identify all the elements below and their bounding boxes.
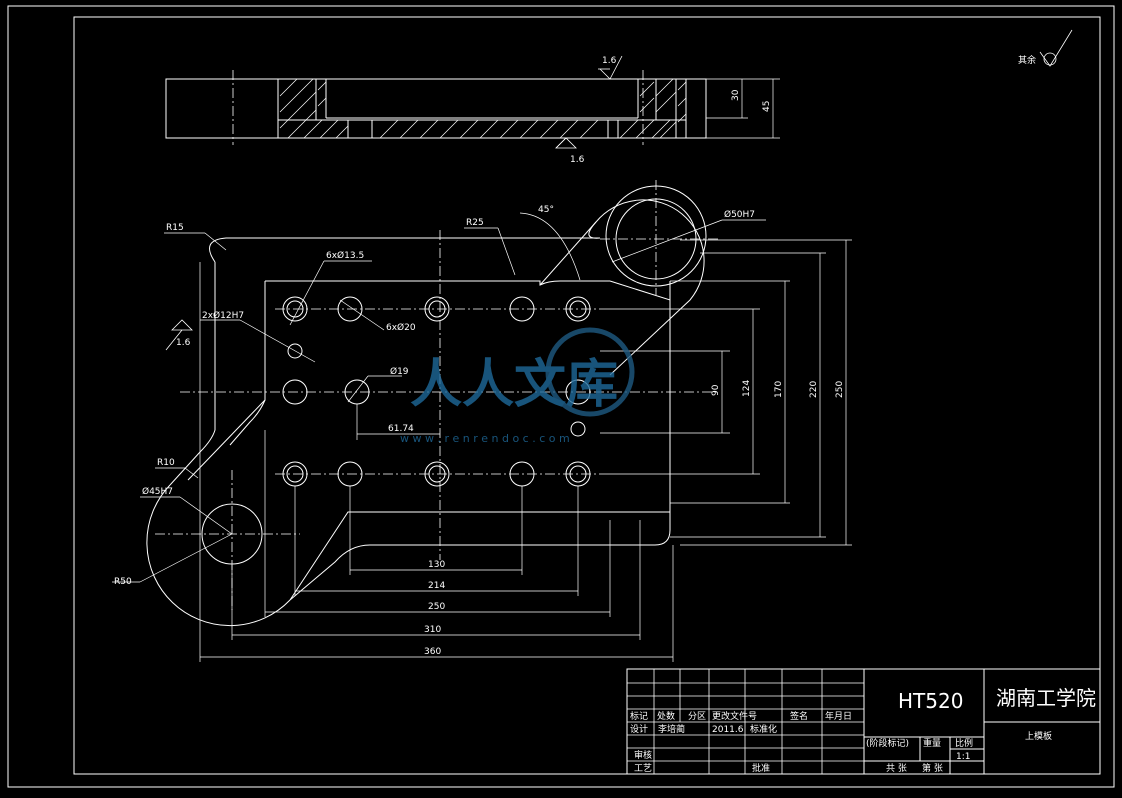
- tb-docno: 更改文件号: [712, 710, 757, 722]
- dim-h-130: 130: [428, 560, 445, 570]
- plan-view: R15 R25 45° Ø50H7 6xØ13.5 6xØ20 2xØ12H7 …: [112, 180, 852, 662]
- tb-school: 湖南工学院: [996, 686, 1096, 710]
- dim-h-310: 310: [424, 625, 441, 635]
- watermark-url: w w w . r e n r e n d o c . c o m: [400, 432, 570, 445]
- dim-v-170: 170: [774, 381, 784, 398]
- outer-border: [7, 5, 1115, 788]
- label-r50: R50: [114, 577, 132, 587]
- tb-count: 处数: [657, 710, 675, 722]
- inner-frame: [73, 16, 1101, 775]
- tb-stage-mark: (阶段标记): [866, 737, 909, 749]
- label-2x12h7: 2xØ12H7: [202, 310, 244, 321]
- roughness-left-label: 1.6: [176, 338, 191, 348]
- tb-sign: 签名: [790, 710, 808, 722]
- tb-date: 年月日: [825, 710, 852, 722]
- tb-approve: 批准: [752, 762, 770, 774]
- label-6x20: 6xØ20: [386, 322, 416, 333]
- tb-design: 设计: [630, 723, 648, 735]
- tb-material: HT520: [898, 689, 963, 713]
- watermark: 人人文库 w w w . r e n r e n d o c . c o m: [400, 327, 635, 445]
- tb-zone: 分区: [688, 711, 706, 722]
- roughness-other-symbol: 其余: [1018, 29, 1073, 67]
- tb-sheet-no: 第 张: [922, 762, 943, 774]
- roughness-bottom-label: 1.6: [570, 155, 585, 165]
- tb-standardize: 标准化: [750, 723, 777, 735]
- tb-mark: 标记: [630, 710, 648, 722]
- tb-review: 审核: [634, 749, 652, 761]
- tb-scale: 比例: [955, 737, 973, 749]
- tb-part-name: 上模板: [1025, 730, 1052, 742]
- label-61-74: 61.74: [388, 424, 414, 434]
- label-r15: R15: [166, 223, 184, 233]
- label-6x135: 6xØ13.5: [326, 250, 364, 261]
- section-dim-30: 30: [731, 89, 741, 101]
- watermark-text: 人人文库: [410, 355, 618, 415]
- label-d50h7: Ø50H7: [724, 209, 755, 220]
- tb-design-date: 2011.6: [712, 725, 744, 735]
- section-dim-45: 45: [762, 101, 772, 112]
- tb-weight: 重量: [923, 737, 941, 749]
- dim-v-90: 90: [711, 384, 721, 396]
- title-block: 标记 处数 分区 更改文件号 签名 年月日 设计 李培蔺 2011.6 标准化 …: [626, 668, 1101, 775]
- label-angle-45: 45°: [538, 205, 554, 215]
- dim-h-360: 360: [424, 647, 441, 657]
- tb-scale-value: 1:1: [956, 752, 970, 762]
- tb-total: 共 张: [886, 763, 907, 774]
- roughness-other-label: 其余: [1018, 54, 1036, 66]
- label-d45h7: Ø45H7: [142, 486, 173, 497]
- dim-h-214: 214: [428, 581, 445, 591]
- dim-h-250: 250: [428, 602, 445, 612]
- tb-designer: 李培蔺: [658, 723, 685, 735]
- dim-v-220: 220: [809, 381, 819, 398]
- label-r10: R10: [157, 458, 175, 468]
- roughness-top-label: 1.6: [602, 56, 617, 66]
- dim-v-250: 250: [835, 381, 845, 398]
- section-view: 1.6 1.6 30 45: [165, 55, 780, 165]
- dim-v-124: 124: [742, 380, 752, 397]
- hole-pattern: [282, 296, 591, 487]
- label-r25: R25: [466, 218, 484, 228]
- label-d19: Ø19: [390, 366, 409, 377]
- tb-process: 工艺: [634, 763, 652, 774]
